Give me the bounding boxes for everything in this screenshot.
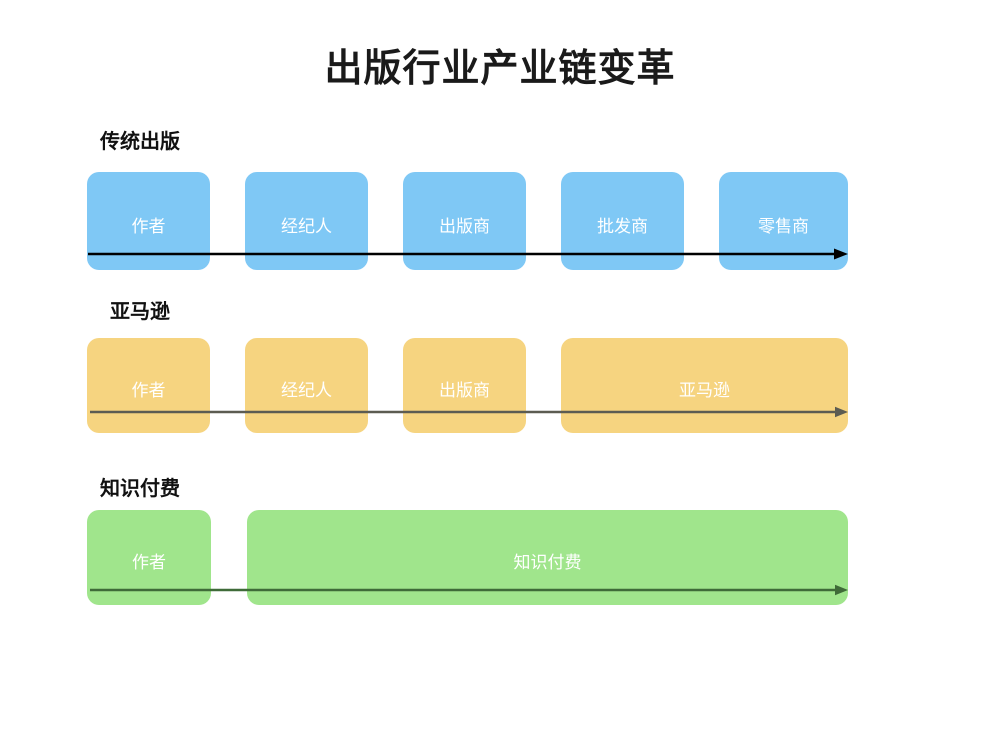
- node-label-knowledge-0: 作者: [132, 553, 166, 572]
- flow-arrow-knowledge: [90, 583, 848, 597]
- node-label-amazon-3: 亚马逊: [679, 381, 730, 400]
- node-label-knowledge-1: 知识付费: [513, 553, 582, 572]
- node-label-traditional-2: 出版商: [439, 217, 490, 236]
- node-label-amazon-0: 作者: [131, 381, 166, 400]
- node-label-traditional-1: 经纪人: [281, 217, 332, 236]
- node-label-amazon-2: 出版商: [439, 381, 490, 400]
- node-amazon-2[interactable]: 出版商: [403, 338, 526, 433]
- node-amazon-3[interactable]: 亚马逊: [561, 338, 848, 433]
- flow-arrow-traditional: [88, 247, 848, 261]
- lane-label-knowledge: 知识付费: [100, 478, 180, 500]
- node-amazon-1[interactable]: 经纪人: [245, 338, 368, 433]
- lane-label-amazon: 亚马逊: [110, 301, 170, 323]
- node-label-traditional-3: 批发商: [597, 217, 648, 236]
- node-label-amazon-1: 经纪人: [281, 381, 332, 400]
- node-label-traditional-0: 作者: [131, 217, 166, 236]
- node-amazon-0[interactable]: 作者: [87, 338, 210, 433]
- page-title: 出版行业产业链变革: [324, 48, 676, 90]
- node-label-traditional-4: 零售商: [758, 217, 809, 236]
- lane-label-traditional: 传统出版: [100, 131, 180, 153]
- flow-arrow-amazon: [90, 405, 848, 419]
